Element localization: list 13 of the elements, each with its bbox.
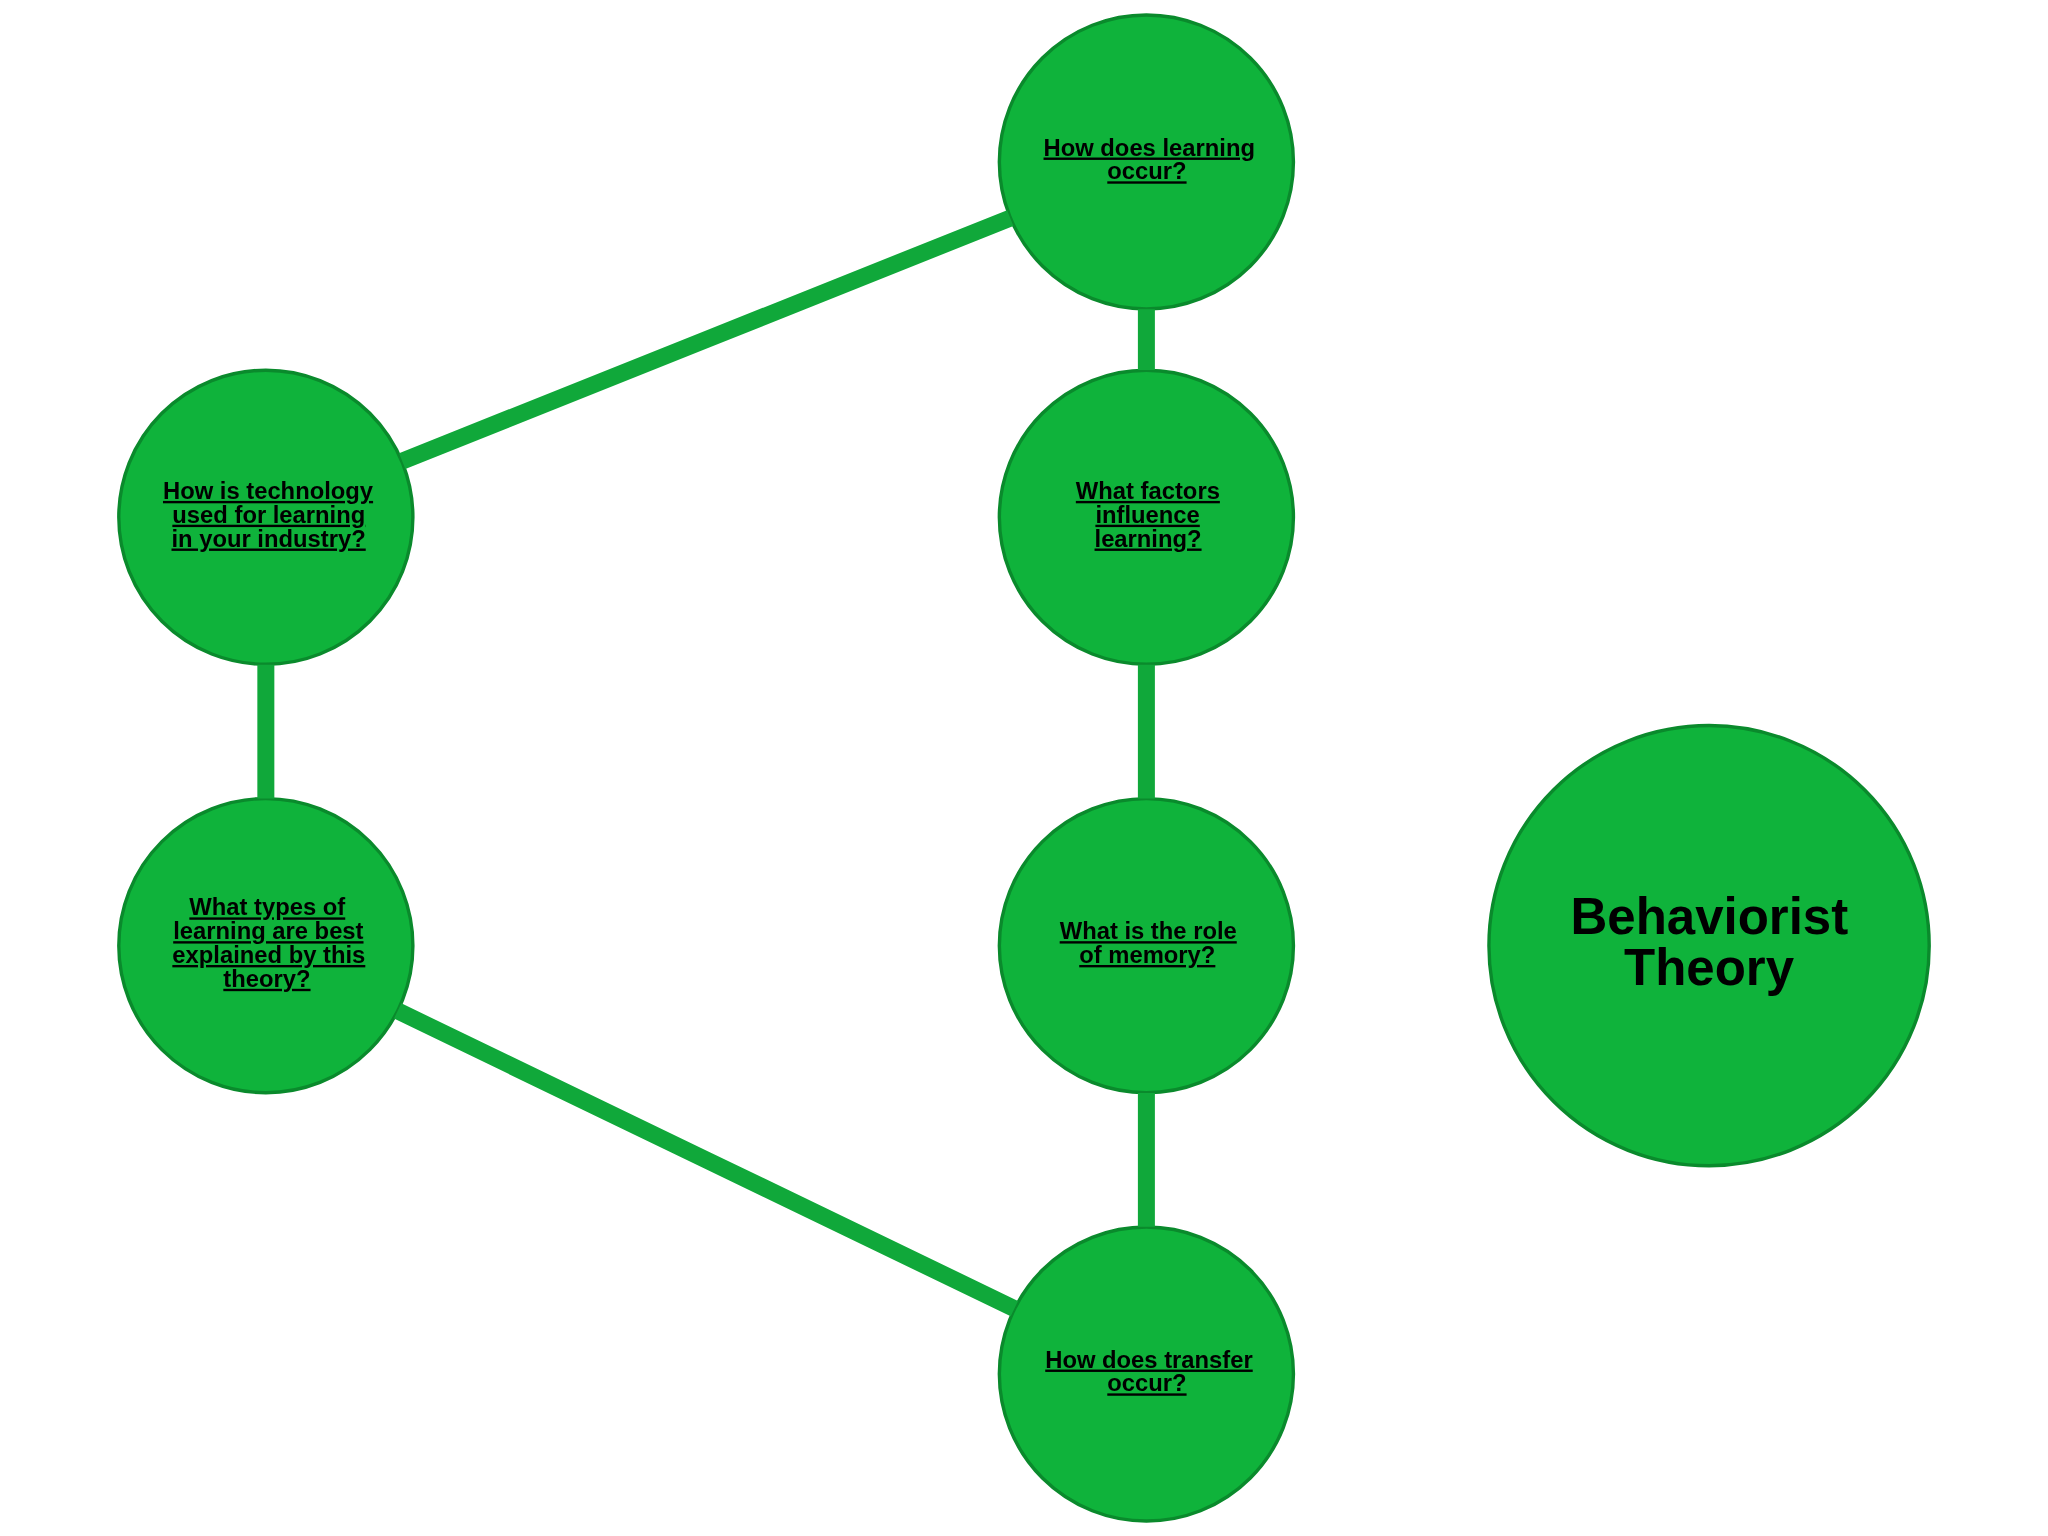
node-circle: How does learning occur? [997,13,1296,311]
connector [399,210,1014,469]
connector [1137,309,1155,370]
node-circle: What types of learning are best explained by this theory? [117,796,415,1095]
connector [1137,1093,1155,1227]
node-circle: How does transfer occur? [997,1225,1296,1523]
node-circle: How is technology used for learning in your industry? [117,368,415,666]
node-circle: What factors influence learning? [997,368,1296,666]
connector [257,664,275,799]
node-circle: Behaviorist Theory [1487,723,1931,1168]
connector [1137,664,1155,799]
node-circle: What is the role of memory? [997,796,1296,1095]
connector [393,1003,1019,1317]
